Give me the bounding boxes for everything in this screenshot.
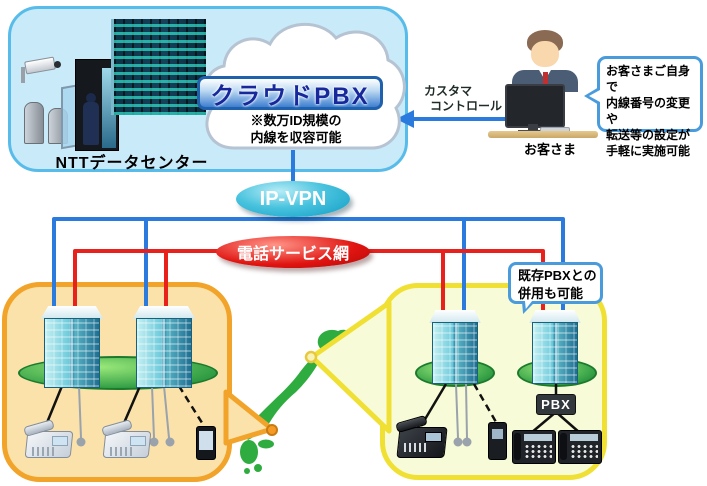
customer-label: お客さま — [523, 142, 576, 157]
wireless-dashed-line — [177, 385, 206, 427]
office-tower — [40, 306, 104, 388]
engineer-silhouette-icon — [82, 93, 100, 145]
desk-phone-icon — [23, 419, 74, 458]
smartphone-icon — [196, 426, 216, 460]
office-tower — [429, 310, 481, 384]
map-marker-tokyo — [266, 424, 278, 436]
cloud-capacity-note: ※数万ID規模の 内線を収容可能 — [250, 113, 342, 145]
speech-bubble-tail — [584, 87, 600, 105]
multiline-phone-icon — [558, 430, 602, 464]
cloud-pbx-title: クラウドPBX — [197, 76, 383, 110]
handset-terminal-icon — [488, 422, 507, 460]
security-gate-icon — [24, 102, 44, 144]
customer-face — [531, 41, 559, 67]
arrowhead-left-icon — [396, 110, 414, 128]
multiline-phone-icon — [512, 430, 556, 464]
datacenter-building-icon — [111, 19, 206, 115]
wireless-dashed-line — [472, 383, 498, 423]
left-callout-pointer — [223, 389, 275, 446]
map-marker-north — [304, 350, 318, 364]
monitor-stand — [528, 124, 538, 131]
telephone-service-ellipse: 電話サービス網 — [216, 236, 370, 268]
right-callout-pointer — [309, 300, 392, 434]
desk-phone-icon — [101, 419, 152, 458]
customer-speech-bubble: お客さまご自身で 内線番号の変更や 転送等の設定が 手軽に実施可能 — [584, 56, 703, 158]
office-tower — [529, 310, 581, 384]
ipvpn-trunk-line — [52, 217, 565, 322]
ipvpn-ellipse: IP-VPN — [236, 181, 350, 217]
desk-phone-dark-icon — [395, 414, 448, 458]
customer-desk — [488, 131, 598, 138]
security-camera-icon — [21, 55, 61, 85]
customer-tie — [543, 72, 548, 85]
customer-control-label: カスタマ コントロール — [424, 84, 503, 113]
customer-monitor-icon — [505, 84, 565, 128]
office-tower — [132, 306, 196, 388]
pbx-badge: PBX — [536, 394, 576, 415]
existing-pbx-callout: 既存PBXとの 併用も可能 — [508, 262, 603, 314]
datacenter-label: NTTデータセンター — [55, 155, 209, 172]
